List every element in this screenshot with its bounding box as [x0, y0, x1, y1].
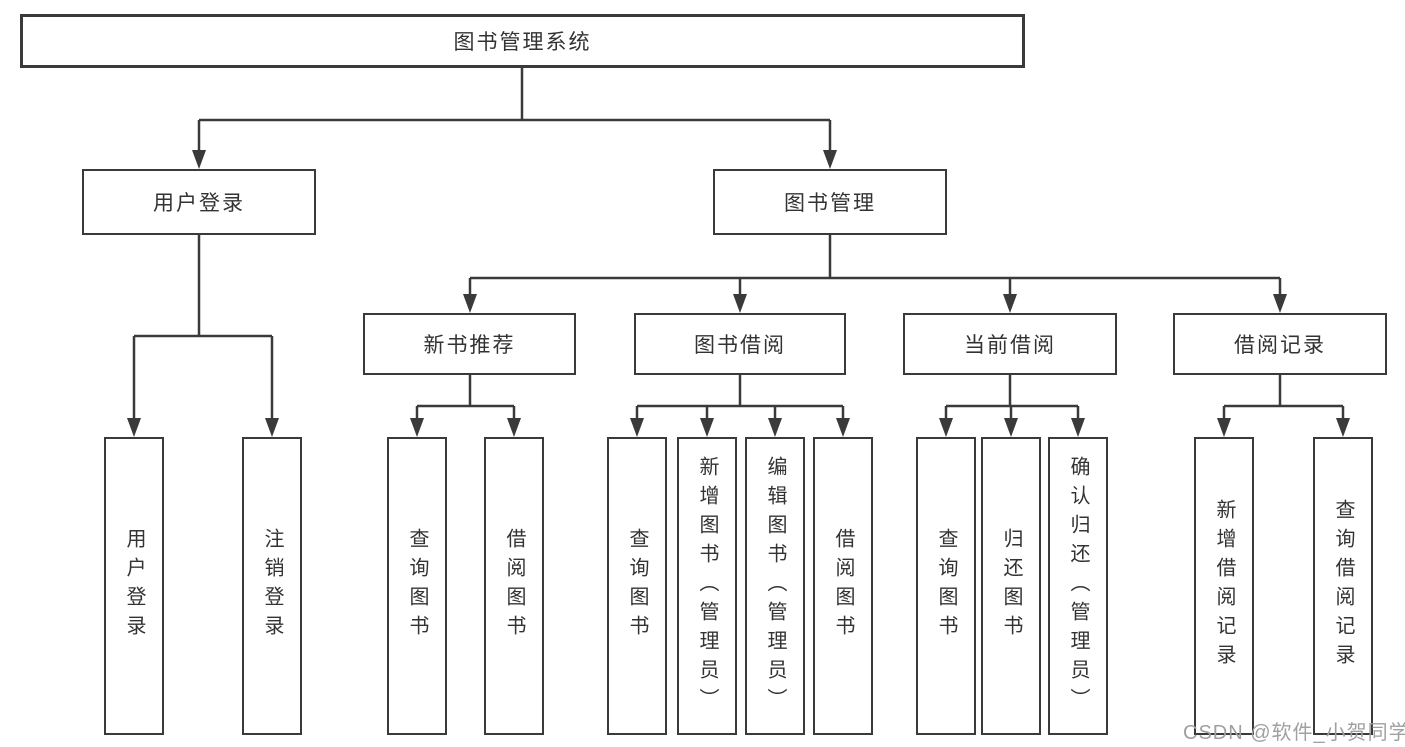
node-label: 查询借阅记录	[1332, 499, 1354, 673]
csdn-watermark: CSDN @软件_小贺同学	[1183, 722, 1405, 744]
node-query-books-3: 查询图书	[916, 437, 976, 735]
node-add-borrow-record: 新增借阅记录	[1194, 437, 1254, 735]
node-label: 查询图书	[626, 528, 648, 644]
node-borrow-books-2: 借阅图书	[813, 437, 873, 735]
node-label: 新增图书（管理员）	[696, 455, 718, 717]
node-query-books-2: 查询图书	[607, 437, 667, 735]
node-label: 图书管理	[784, 192, 876, 215]
node-label: 查询图书	[406, 528, 428, 644]
node-book-borrow: 图书借阅	[634, 313, 846, 375]
node-label: 新书推荐	[423, 334, 516, 357]
node-add-books-admin: 新增图书（管理员）	[677, 437, 737, 735]
node-label: 借阅记录	[1234, 334, 1326, 357]
node-label: 用户登录	[153, 192, 245, 215]
node-borrow-books-1: 借阅图书	[484, 437, 544, 735]
node-borrow-records: 借阅记录	[1173, 313, 1387, 375]
connector-book-borrow	[630, 375, 850, 437]
node-label: 注销登录	[261, 528, 283, 644]
node-query-books-1: 查询图书	[387, 437, 447, 735]
node-label: 确认归还（管理员）	[1067, 455, 1089, 717]
node-logout-leaf: 注销登录	[242, 437, 302, 735]
connector-book-management	[463, 235, 1287, 313]
node-new-book-recommend: 新书推荐	[363, 313, 576, 375]
node-label: 新增借阅记录	[1213, 499, 1235, 673]
node-label: 借阅图书	[832, 528, 854, 644]
node-system-root: 图书管理系统	[20, 14, 1025, 68]
node-confirm-return-admin: 确认归还（管理员）	[1048, 437, 1108, 735]
node-user-login: 用户登录	[82, 169, 316, 235]
node-label: 归还图书	[1000, 528, 1022, 644]
node-label: 用户登录	[123, 528, 145, 644]
connector-current-borrow	[939, 375, 1085, 437]
node-label: 借阅图书	[503, 528, 525, 644]
connector-root	[192, 68, 837, 169]
connector-borrow-records	[1217, 375, 1350, 437]
node-label: 编辑图书（管理员）	[764, 455, 786, 717]
node-edit-books-admin: 编辑图书（管理员）	[745, 437, 805, 735]
connector-user-login	[127, 235, 279, 437]
connector-new-book	[410, 375, 521, 437]
node-return-books: 归还图书	[981, 437, 1041, 735]
node-label: 图书借阅	[694, 334, 786, 357]
node-label: 当前借阅	[964, 334, 1056, 357]
node-label: 图书管理系统	[453, 31, 592, 54]
node-label: 查询图书	[935, 528, 957, 644]
node-user-login-leaf: 用户登录	[104, 437, 164, 735]
node-book-management: 图书管理	[713, 169, 947, 235]
node-current-borrow: 当前借阅	[903, 313, 1117, 375]
node-query-borrow-record: 查询借阅记录	[1313, 437, 1373, 735]
